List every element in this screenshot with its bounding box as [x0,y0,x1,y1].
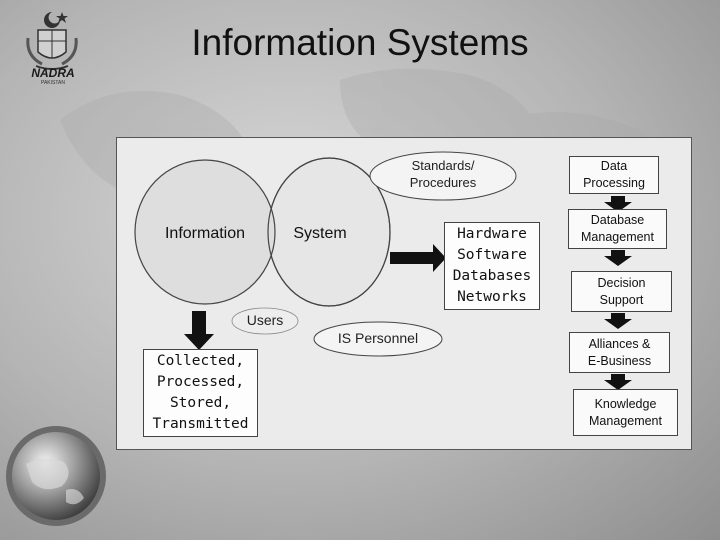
slide-title: Information Systems [191,22,529,63]
information-label: Information [164,225,246,242]
chain-box-knowledge-management: Knowledge Management [573,389,678,436]
chain-arrows [604,196,632,390]
users-oval [231,307,299,335]
arrow-down-to-collected [184,311,214,350]
standards-oval [369,151,517,201]
chain-box-data-processing: Data Processing [569,156,659,194]
globe-icon [6,426,106,526]
is-personnel-oval [313,321,443,357]
logo-text: NADRA [31,66,75,80]
standards-label: Standards/ Procedures [409,158,477,190]
chain-box-alliances-ebusiness: Alliances & E-Business [569,332,670,373]
chain-box-decision-support: Decision Support [571,271,672,312]
hardware-box: Hardware Software Databases Networks [444,222,540,310]
chain-box-database-management: Database Management [568,209,667,249]
logo-subtext: PAKISTAN [41,80,65,86]
users-label: Users [246,312,284,328]
system-label: System [293,225,347,242]
information-circle [134,159,276,305]
arrow-right-to-hardware [390,244,446,272]
nadra-emblem-icon [26,12,78,70]
is-personnel-label: IS Personnel [337,330,419,346]
collected-box: Collected, Processed, Stored, Transmitte… [143,349,258,437]
